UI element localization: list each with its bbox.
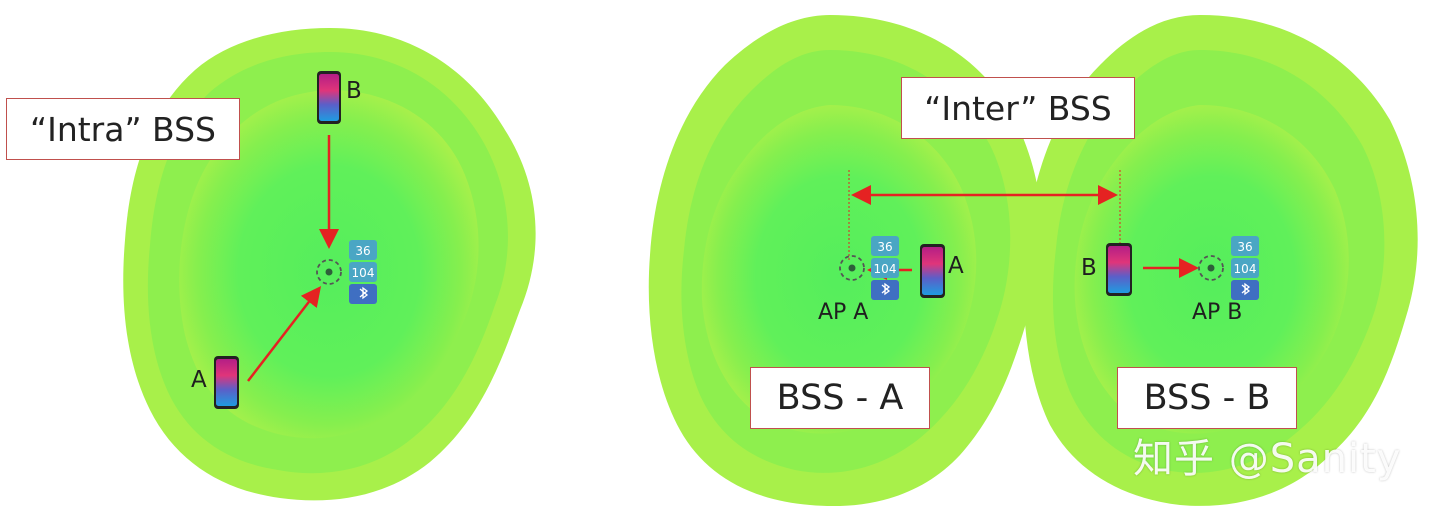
bluetooth-icon (1241, 282, 1251, 296)
channel-badge-104: 104 (1234, 262, 1257, 276)
intra-bss-label: “Intra” BSS (6, 98, 240, 160)
ap-badge-stack: 36 104 (349, 240, 377, 304)
ap-a-badge-stack: 36 104 (871, 236, 899, 300)
channel-badge-36: 36 (1237, 240, 1252, 254)
phone-icon (317, 71, 341, 124)
watermark: 知乎 @Sanity (1133, 436, 1402, 482)
client-a-label: A (948, 253, 964, 279)
bss-b-label: BSS - B (1117, 367, 1297, 429)
client-b-label: B (346, 78, 362, 104)
phone-icon (1106, 243, 1132, 296)
channel-badge-104: 104 (874, 262, 897, 276)
client-a-label: A (191, 367, 207, 393)
access-point-a-icon (839, 255, 865, 281)
channel-badge-36: 36 (355, 244, 370, 258)
access-point-icon (316, 259, 342, 285)
channel-badge-36: 36 (877, 240, 892, 254)
bluetooth-icon (359, 286, 369, 300)
access-point-b-icon (1198, 255, 1224, 281)
phone-icon (920, 244, 945, 298)
inter-bss-label: “Inter” BSS (901, 77, 1135, 139)
phone-icon (214, 356, 239, 409)
channel-badge-104: 104 (352, 266, 375, 280)
ap-b-label: AP B (1192, 300, 1243, 325)
bluetooth-icon (881, 282, 891, 296)
arrow-a-to-ap (247, 286, 322, 382)
client-b-label: B (1081, 255, 1097, 281)
ap-a-label: AP A (818, 300, 869, 325)
ap-b-badge-stack: 36 104 (1231, 236, 1259, 300)
bss-a-label: BSS - A (750, 367, 930, 429)
